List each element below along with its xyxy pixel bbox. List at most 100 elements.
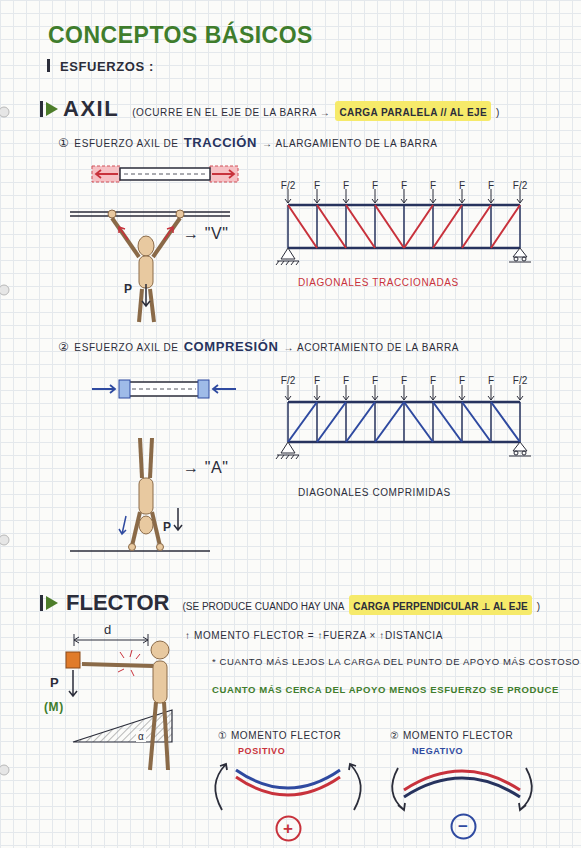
label-box: COMPRESIÓN bbox=[184, 337, 279, 355]
force-label: P bbox=[50, 675, 59, 690]
note-text: ① MOMENTO FLECTOR bbox=[218, 730, 341, 741]
binder-holes bbox=[0, 285, 9, 295]
label-box: F bbox=[401, 175, 407, 193]
binder-holes bbox=[0, 107, 9, 775]
handstand-figure bbox=[70, 438, 210, 551]
bending-figure bbox=[118, 650, 140, 676]
force-label: P bbox=[124, 282, 133, 296]
item-number: ② bbox=[58, 340, 69, 354]
compression-bar bbox=[198, 380, 209, 398]
load-label: F/2 bbox=[513, 375, 527, 386]
title-box: CONCEPTOS BÁSICOS bbox=[48, 22, 313, 50]
handstand-figure bbox=[139, 478, 153, 514]
pratt-truss bbox=[288, 205, 520, 248]
bending-figure bbox=[150, 702, 156, 770]
note-text: → "A" bbox=[183, 459, 228, 476]
negative-moment-sketch bbox=[519, 768, 532, 810]
compression-bar bbox=[92, 380, 236, 398]
pratt-truss bbox=[522, 257, 526, 261]
note-text: NEGATIVO bbox=[412, 746, 463, 756]
note-text: ② MOMENTO FLECTOR bbox=[390, 730, 513, 741]
section-markers bbox=[40, 101, 43, 117]
hanging-figure bbox=[70, 212, 230, 216]
positive-moment-sketch bbox=[349, 764, 361, 810]
section-markers bbox=[40, 59, 58, 611]
highlight-band: CARGA PERPENDICULAR ⊥ AL EJE bbox=[349, 595, 531, 615]
hanging-figure bbox=[70, 210, 230, 322]
note-text: → ALARGAMIENTO DE LA BARRA bbox=[262, 138, 437, 149]
label-box: F/2 bbox=[513, 175, 527, 193]
note-text: ↑ MOMENTO FLECTOR = ↑FUERZA × ↑DISTANCIA bbox=[185, 630, 443, 641]
section-markers bbox=[47, 59, 50, 72]
positive-moment-sketch bbox=[215, 764, 227, 810]
binder-holes bbox=[0, 765, 9, 775]
label-box: * CUANTO MÁS LEJOS LA CARGA DEL PUNTO DE… bbox=[212, 651, 580, 669]
pratt-truss bbox=[288, 205, 520, 248]
handstand-figure bbox=[129, 438, 164, 551]
handstand-figure bbox=[119, 516, 126, 534]
pratt-truss bbox=[513, 248, 527, 257]
compression-bar bbox=[132, 389, 196, 390]
label-box: → ACORTAMIENTO DE LA BARRA bbox=[283, 337, 459, 355]
note-text: ESFUERZO AXIL DE bbox=[74, 342, 178, 353]
bending-figure bbox=[153, 661, 167, 703]
label-box: → "V" bbox=[183, 224, 228, 243]
note-text: COMPRESIÓN bbox=[184, 339, 279, 354]
highlight-band: CARGA PARALELA // AL EJE bbox=[335, 101, 491, 121]
bending-figure bbox=[69, 670, 77, 696]
load-label: F bbox=[372, 180, 378, 191]
bending-figure bbox=[66, 634, 172, 770]
label-box: DIAGONALES COMPRIMIDAS bbox=[298, 482, 451, 500]
hanging-figure bbox=[139, 256, 153, 288]
circle-outline bbox=[276, 816, 300, 840]
hanging-figure bbox=[108, 210, 184, 322]
note-text: CUANTO MÁS CERCA DEL APOYO MENOS ESFUERZ… bbox=[212, 684, 559, 695]
howe-truss bbox=[276, 385, 531, 459]
howe-truss bbox=[514, 451, 518, 455]
tension-bar bbox=[96, 170, 234, 178]
note-text: ESFUERZO AXIL DE bbox=[74, 138, 178, 149]
bending-figure bbox=[82, 641, 169, 770]
negative-moment-sketch bbox=[404, 778, 520, 797]
label-box: F bbox=[459, 370, 465, 388]
node-text: − bbox=[458, 818, 468, 835]
label-box: ) bbox=[496, 102, 500, 120]
label-box: AXIL bbox=[63, 96, 119, 122]
label-box: ↑ MOMENTO FLECTOR = ↑FUERZA × ↑DISTANCIA bbox=[185, 625, 443, 643]
hanging-figure bbox=[142, 284, 150, 306]
bending-figure bbox=[73, 710, 172, 742]
note-text: ) bbox=[537, 601, 540, 612]
circle-outline bbox=[451, 814, 475, 838]
section-markers bbox=[46, 102, 58, 116]
howe-truss bbox=[288, 402, 520, 442]
binder-holes bbox=[0, 107, 9, 117]
note-text: (OCURRE EN EL EJE DE LA BARRA → bbox=[132, 107, 330, 118]
label-box: F/2 bbox=[513, 370, 527, 388]
compression-bar bbox=[124, 382, 204, 396]
pratt-truss bbox=[509, 262, 531, 263]
label-box: α bbox=[136, 726, 146, 744]
handstand-figure bbox=[174, 508, 182, 530]
label-box: (M) bbox=[44, 697, 64, 715]
node-text: CARGA PERPENDICULAR ⊥ AL EJE bbox=[353, 601, 527, 612]
text-line: FLECTOR(SE PRODUCE CUANDO HAY UNACARGA P… bbox=[66, 590, 540, 616]
load-label: F bbox=[459, 180, 465, 191]
note-text: α bbox=[136, 731, 146, 742]
howe-truss bbox=[288, 402, 520, 442]
label-box: F bbox=[314, 370, 320, 388]
load-label: F bbox=[430, 180, 436, 191]
hanging-figure bbox=[108, 210, 116, 218]
note-text: (SE PRODUCE CUANDO HAY UNA bbox=[182, 601, 344, 612]
pratt-truss bbox=[514, 257, 518, 261]
tension-bar bbox=[120, 168, 210, 180]
positive-moment-sketch bbox=[215, 764, 360, 810]
label-box: P bbox=[124, 279, 133, 297]
handstand-figure bbox=[150, 438, 152, 478]
label-box: ① MOMENTO FLECTOR bbox=[218, 725, 341, 743]
pratt-truss bbox=[288, 205, 520, 248]
note-text: (M) bbox=[44, 700, 64, 714]
bending-figure bbox=[82, 664, 153, 666]
sign-circle: + bbox=[275, 815, 302, 842]
label-box: F bbox=[488, 175, 494, 193]
note-text: DIAGONALES TRACCIONADAS bbox=[298, 277, 459, 288]
